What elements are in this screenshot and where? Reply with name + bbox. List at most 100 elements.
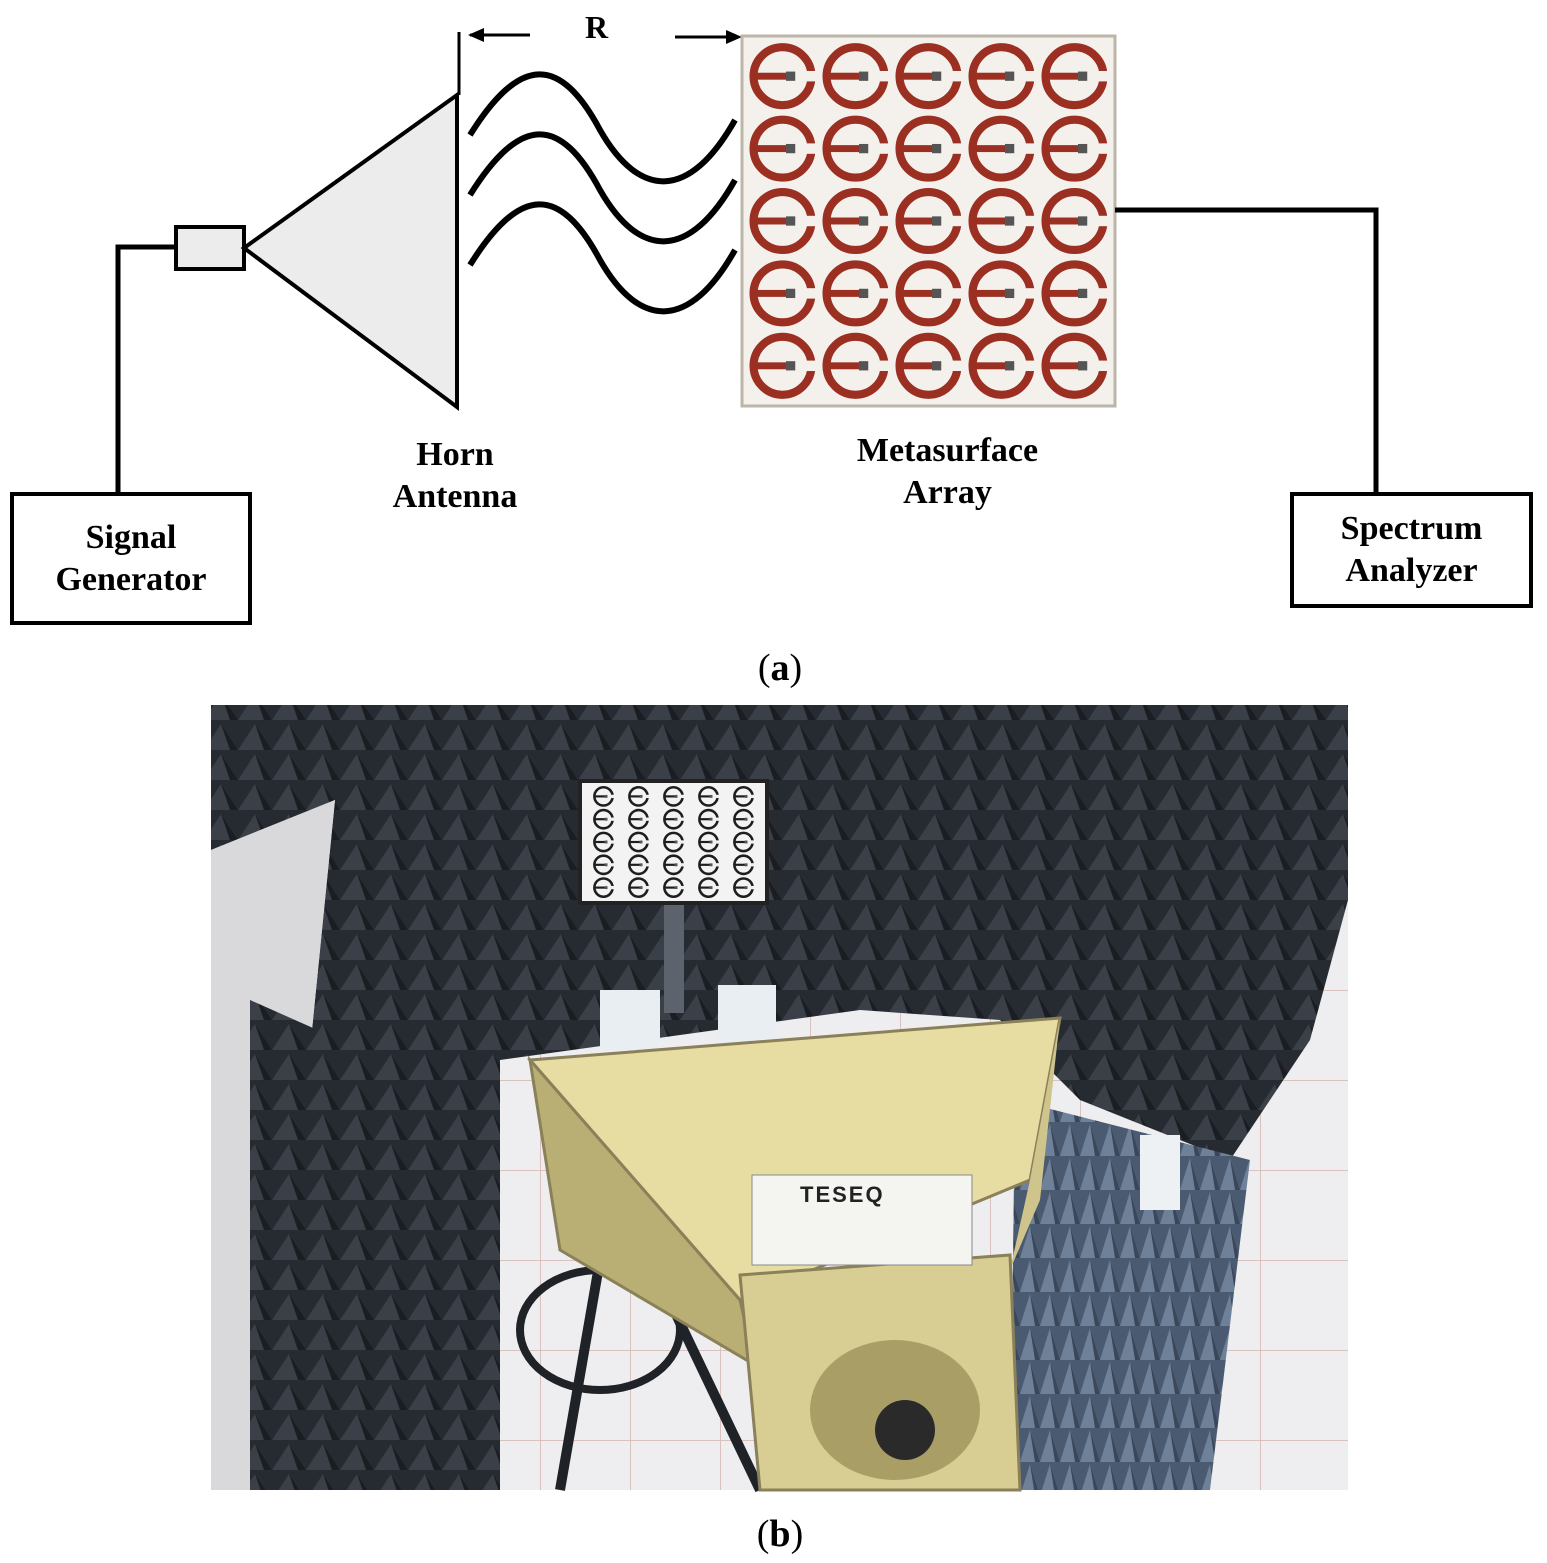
unit-cell-gap <box>872 70 891 82</box>
unit-cell-ring <box>628 831 649 853</box>
unit-cell-stub <box>900 145 933 153</box>
caption-a-letter: a <box>770 647 790 689</box>
unit-cell-stub <box>734 795 745 798</box>
unit-cell-gap <box>608 794 615 799</box>
photo-horn-right-side <box>1010 1018 1060 1270</box>
photo-horn-waveguide <box>738 1253 1022 1492</box>
unit-cell-ring <box>628 808 649 830</box>
unit-cell-ring <box>663 831 684 853</box>
unit-cell-stub <box>1046 289 1079 297</box>
unit-cell-diode <box>639 817 643 821</box>
unit-cell-diode <box>674 840 678 844</box>
metasurface-array-label: Metasurface Array <box>840 430 1055 514</box>
unit-cell-stub <box>594 886 605 889</box>
unit-cell-stub <box>734 840 745 844</box>
unit-cell-stub <box>594 840 605 844</box>
photo-metasurface-grid <box>593 786 755 898</box>
unit-cell-stub <box>900 72 933 80</box>
photo-horn-left-side <box>527 1055 758 1369</box>
unit-cell-diode <box>785 288 796 299</box>
unit-cell-ring <box>593 786 614 807</box>
unit-cell-diode <box>858 216 869 226</box>
unit-cell-gap <box>643 840 650 844</box>
wave-1 <box>467 71 738 185</box>
unit-cell-stub <box>1046 362 1079 370</box>
unit-cell-stub <box>973 72 1006 80</box>
unit-cell-stub <box>594 795 605 798</box>
metasurface-label-line1: Metasurface <box>856 432 1039 469</box>
spectrum-analyzer-box: Spectrum Analyzer <box>1290 492 1533 608</box>
unit-cell-diode <box>674 817 678 821</box>
unit-cell-diode <box>709 817 713 821</box>
unit-cell-gap <box>608 817 615 821</box>
horn-feed <box>174 225 246 271</box>
unit-cell-gap <box>748 794 755 799</box>
unit-cell-diode <box>785 216 796 226</box>
unit-cell-stub <box>900 289 933 297</box>
unit-cell-gap <box>748 863 755 867</box>
generator-cable <box>115 244 176 492</box>
horn-antenna-shape <box>240 91 459 411</box>
horn-antenna-label-line2: Antenna <box>392 478 518 515</box>
unit-cell-ring <box>663 854 684 876</box>
unit-cell-ring <box>628 786 649 807</box>
unit-cell-diode <box>639 794 643 798</box>
unit-cell-diode <box>1004 361 1015 371</box>
unit-cell-gap <box>608 840 615 844</box>
unit-cell-stub <box>629 795 640 798</box>
unit-cell-stub <box>699 818 710 821</box>
unit-cell-stub <box>973 145 1006 153</box>
wave-3 <box>467 201 738 315</box>
unit-cell-diode <box>1004 143 1015 154</box>
unit-cell-gap <box>713 885 720 890</box>
unit-cell-stub <box>827 362 860 370</box>
unit-cell-gap <box>945 215 964 227</box>
unit-cell-stub <box>594 818 605 821</box>
wave-2 <box>467 131 738 245</box>
unit-cell-diode <box>639 840 643 844</box>
unit-cell-gap <box>799 288 818 299</box>
unit-cell-stub <box>754 362 787 370</box>
spectrum-analyzer-line2: Analyzer <box>1345 552 1478 589</box>
caption-b: (b) <box>756 1513 804 1555</box>
horn-antenna-label: Horn Antenna <box>380 434 530 518</box>
unit-cell-gap <box>1018 215 1037 227</box>
absorber-left-lower <box>250 1000 500 1490</box>
unit-cell-diode <box>744 794 748 798</box>
metasurface-ring-grid <box>749 43 1110 399</box>
absorber-floor-left <box>211 800 335 1490</box>
unit-cell-stub <box>900 362 933 370</box>
unit-cell-stub <box>699 886 710 889</box>
unit-cell-ring <box>628 854 649 876</box>
unit-cell-diode <box>604 817 608 821</box>
unit-cell-stub <box>827 72 860 80</box>
unit-cell-stub <box>734 818 745 821</box>
unit-cell-ring <box>698 854 719 876</box>
unit-cell-ring <box>593 854 614 876</box>
spectrum-analyzer-line1: Spectrum <box>1340 510 1483 547</box>
unit-cell-gap <box>1091 215 1110 227</box>
unit-cell-gap <box>748 817 755 821</box>
unit-cell-ring <box>593 877 614 898</box>
unit-cell-stub <box>629 840 640 844</box>
unit-cell-gap <box>713 817 720 821</box>
unit-cell-diode <box>931 361 942 371</box>
unit-cell-gap <box>799 215 818 227</box>
setup-diagram-svg <box>115 28 1379 492</box>
unit-cell-gap <box>678 794 685 799</box>
unit-cell-diode <box>744 886 748 890</box>
unit-cell-stub <box>1046 217 1079 225</box>
photo-metasurface-board <box>578 779 769 905</box>
unit-cell-stub <box>900 217 933 225</box>
unit-cell-diode <box>858 288 869 299</box>
unit-cell-gap <box>1091 143 1110 154</box>
unit-cell-diode <box>1077 143 1088 154</box>
unit-cell-diode <box>709 794 713 798</box>
unit-cell-gap <box>799 360 818 372</box>
unit-cell-diode <box>785 143 796 154</box>
unit-cell-stub <box>973 289 1006 297</box>
caption-a: (a) <box>757 647 803 689</box>
signal-generator-line2: Generator <box>55 560 207 598</box>
unit-cell-diode <box>604 794 608 798</box>
unit-cell-diode <box>931 216 942 226</box>
